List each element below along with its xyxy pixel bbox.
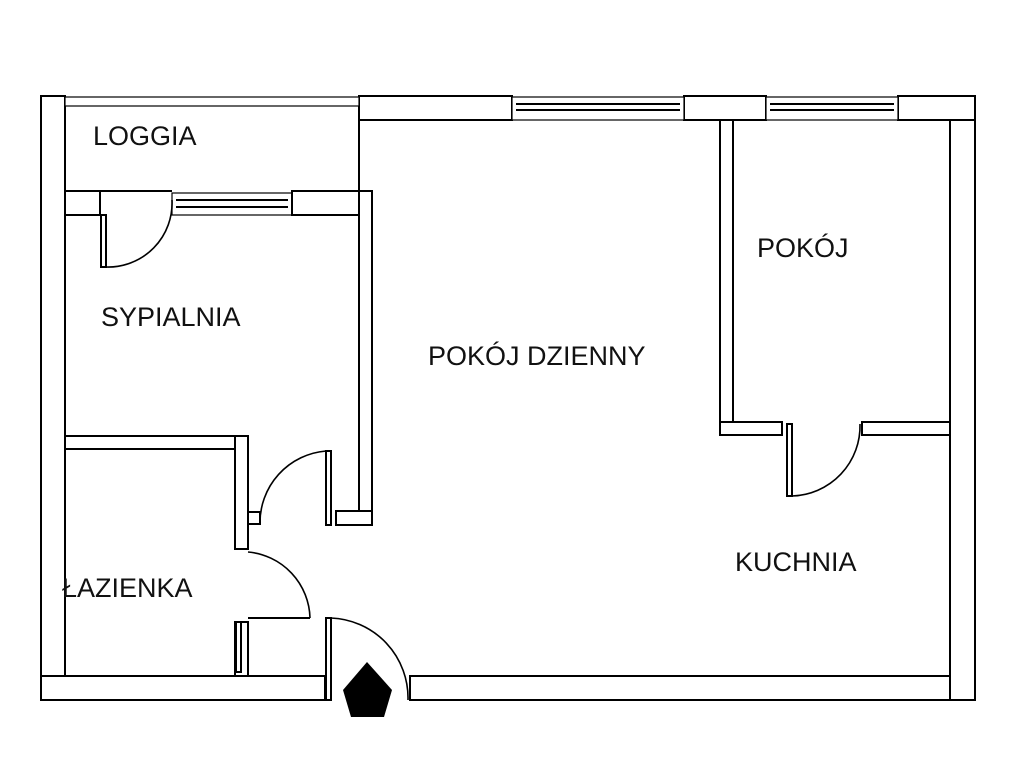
door-pokoj [786,423,861,497]
room-label-pokoj-dzienny: POKÓJ DZIENNY [428,340,646,371]
room-label-lazienka: ŁAZIENKA [62,573,193,603]
door-entrance [325,617,409,701]
room-label-kuchnia: KUCHNIA [735,547,857,577]
door-loggia [100,199,173,268]
window-bedroom-loggia [171,192,293,216]
room-label-loggia: LOGGIA [93,121,197,151]
windows [171,96,899,216]
room-label-pokoj: POKÓJ [757,232,849,263]
window-living-room [511,96,685,121]
door-bathroom [235,551,311,673]
loggia-railing [64,96,360,216]
room-label-sypialnia: SYPIALNIA [101,302,241,332]
room-labels: LOGGIA SYPIALNIA POKÓJ DZIENNY POKÓJ ŁAZ… [62,121,857,603]
outer-walls [40,95,976,701]
doors [100,199,861,701]
entrance-arrow-icon [343,662,392,717]
window-pokoj [765,96,899,121]
door-bedroom [259,450,332,526]
interior-walls [64,106,951,677]
